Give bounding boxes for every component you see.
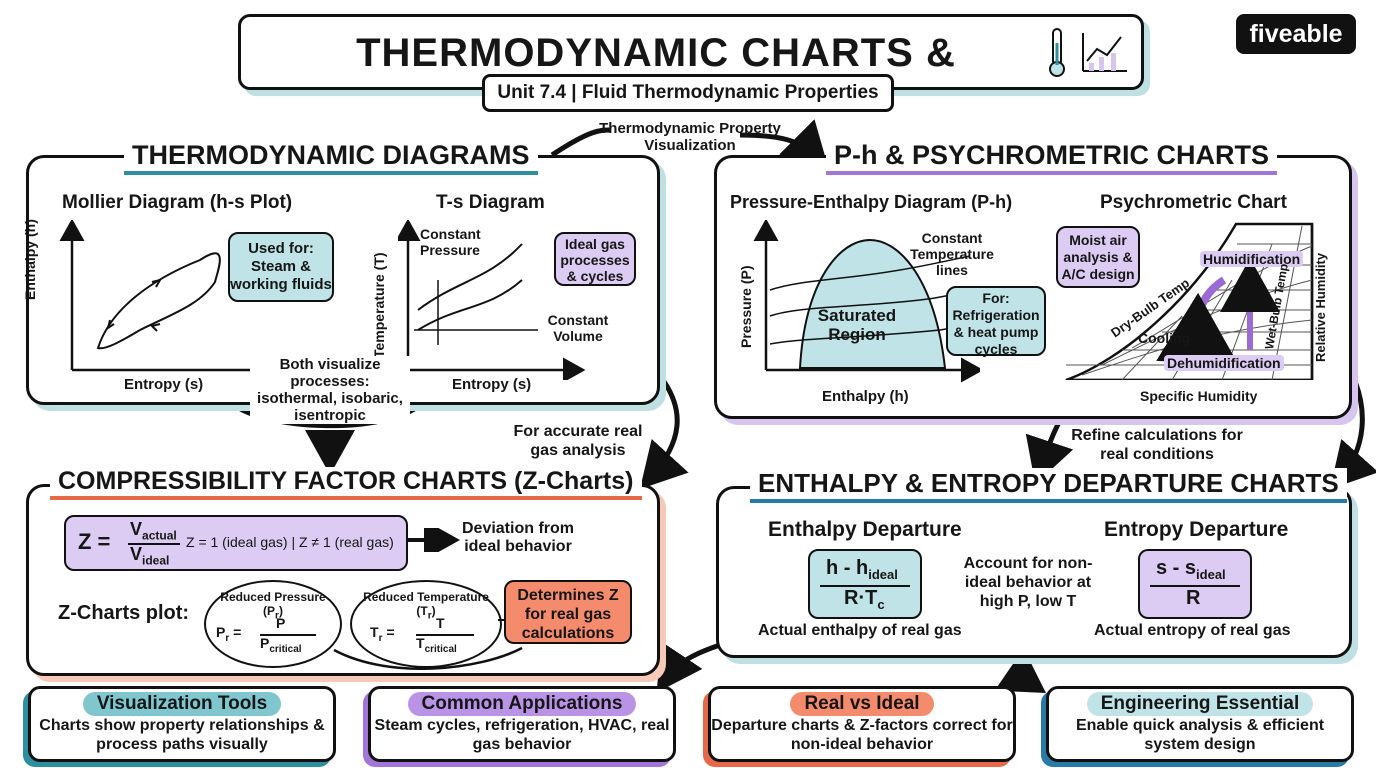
reduced-temperature-ellipse: Reduced Temperature (Tr) Tr = T Tcritica… (350, 580, 502, 668)
ts-plot (398, 220, 586, 380)
real-gas-label: For accurate real gas analysis (513, 423, 643, 459)
ph-note: For: Refrigeration & heat pump cycles (946, 286, 1046, 357)
departure-title: ENTHALPY & ENTROPY DEPARTURE CHARTS (750, 468, 1347, 503)
deviation-arrow (406, 528, 460, 552)
constant-pressure-label: Constant Pressure (420, 226, 481, 258)
enthalpy-den: R·T (844, 587, 878, 609)
enthalpy-departure-heading: Enthalpy Departure (768, 518, 962, 541)
rp-title: Reduced Pressure (P (220, 590, 326, 618)
deviation-label: Deviation from ideal behavior (461, 520, 574, 555)
entropy-caption: Actual entropy of real gas (1094, 622, 1291, 639)
card-body: Steam cycles, refrigeration, HVAC, real … (374, 717, 670, 753)
ts-y-label: Temperature (T) (371, 252, 387, 358)
card-title: Real vs Ideal (790, 692, 934, 716)
cooling-label: Cooling (1138, 330, 1191, 346)
z-plot-label: Z-Charts plot: (58, 602, 190, 624)
z-cases: Z = 1 (ideal gas) | Z ≠ 1 (real gas) (186, 534, 394, 550)
z-den-sub: ideal (142, 553, 170, 568)
card-visualization-tools: Visualization Tools Charts show property… (28, 686, 336, 762)
ph-psychro-title: P-h & PSYCHROMETRIC CHARTS (826, 140, 1278, 175)
z-lhs: Z = (78, 529, 111, 554)
entropy-departure-heading: Entropy Departure (1104, 518, 1289, 541)
ph-x-label: Enthalpy (h) (822, 388, 909, 405)
ts-x-label: Entropy (s) (452, 376, 532, 393)
ts-note: Ideal gas processes & cycles (554, 232, 636, 286)
ph-plot (753, 220, 980, 383)
card-common-applications: Common Applications Steam cycles, refrig… (368, 686, 676, 762)
mollier-note: Used for: Steam & working fluids (228, 232, 334, 302)
z-num: V (130, 519, 143, 539)
mollier-plot (59, 220, 280, 380)
ts-heading: T-s Diagram (436, 192, 545, 213)
constant-volume-label: Constant Volume (547, 312, 609, 344)
enthalpy-caption: Actual enthalpy of real gas (758, 622, 962, 639)
humidification-label: Humidification (1200, 251, 1304, 267)
top-link-label: Thermodynamic Property Visualization (599, 120, 781, 154)
z-num-sub: actual (142, 528, 177, 543)
enthalpy-formula-box: h - hideal R·Tc (808, 549, 922, 619)
z-charts-title: COMPRESSIBILITY FACTOR CHARTS (Z-Charts) (50, 467, 642, 500)
mollier-x-label: Entropy (s) (124, 376, 204, 393)
refine-label: Refine calculations for real conditions (1071, 427, 1243, 463)
mollier-heading: Mollier Diagram (h-s Plot) (62, 192, 293, 213)
psychro-heading: Psychrometric Chart (1100, 192, 1287, 213)
reduced-pressure-ellipse: Reduced Pressure (Pr) Pr = P Pcritical (204, 580, 342, 668)
fiveable-logo: fiveable (1236, 14, 1356, 54)
card-real-vs-ideal: Real vs Ideal Departure charts & Z-facto… (708, 686, 1016, 762)
both-visualize-label: Both visualize processes: isothermal, is… (250, 356, 410, 424)
card-body: Charts show property relationships & pro… (39, 717, 325, 753)
account-label: Account for non-ideal behavior at high P… (950, 554, 1106, 611)
saturated-region-label: Saturated Region (817, 306, 897, 344)
mollier-y-label: Enthalpy (h) (22, 219, 38, 300)
subtitle: Unit 7.4 | Fluid Thermodynamic Propertie… (482, 74, 894, 112)
entropy-num: s - s (1156, 557, 1197, 579)
z-den: V (130, 544, 143, 564)
constant-temp-label: Constant Temperature lines (910, 230, 994, 278)
dehumidification-label: Dehumidification (1164, 355, 1284, 371)
psychro-note: Moist air analysis & A/C design (1056, 226, 1140, 288)
card-body: Departure charts & Z-factors correct for… (711, 717, 1013, 753)
card-title: Common Applications (407, 692, 637, 716)
entropy-formula-box: s - sideal R (1138, 549, 1252, 619)
determines-z-note: Determines Z for real gas calculations (504, 580, 632, 644)
rt-title: Reduced Temperature (T (363, 590, 489, 618)
z-formula-box: Z = Vactual Videal Z = 1 (ideal gas) | Z… (64, 515, 408, 571)
specific-humidity-label: Specific Humidity (1140, 388, 1258, 404)
ph-y-label: Pressure (P) (738, 265, 754, 348)
thermometer-chart-icon (1049, 28, 1127, 77)
card-title: Engineering Essential (1086, 692, 1314, 716)
ph-heading: Pressure-Enthalpy Diagram (P-h) (730, 192, 1013, 212)
thermo-diagrams-title: THERMODYNAMIC DIAGRAMS (124, 140, 538, 175)
entropy-den: R (1186, 587, 1201, 609)
enthalpy-num: h - h (826, 557, 869, 579)
card-body: Enable quick analysis & efficient system… (1075, 717, 1325, 753)
card-engineering-essential: Engineering Essential Enable quick analy… (1046, 686, 1354, 762)
card-title: Visualization Tools (82, 692, 282, 716)
relative-humidity-label: Relative Humidity (1313, 252, 1328, 362)
